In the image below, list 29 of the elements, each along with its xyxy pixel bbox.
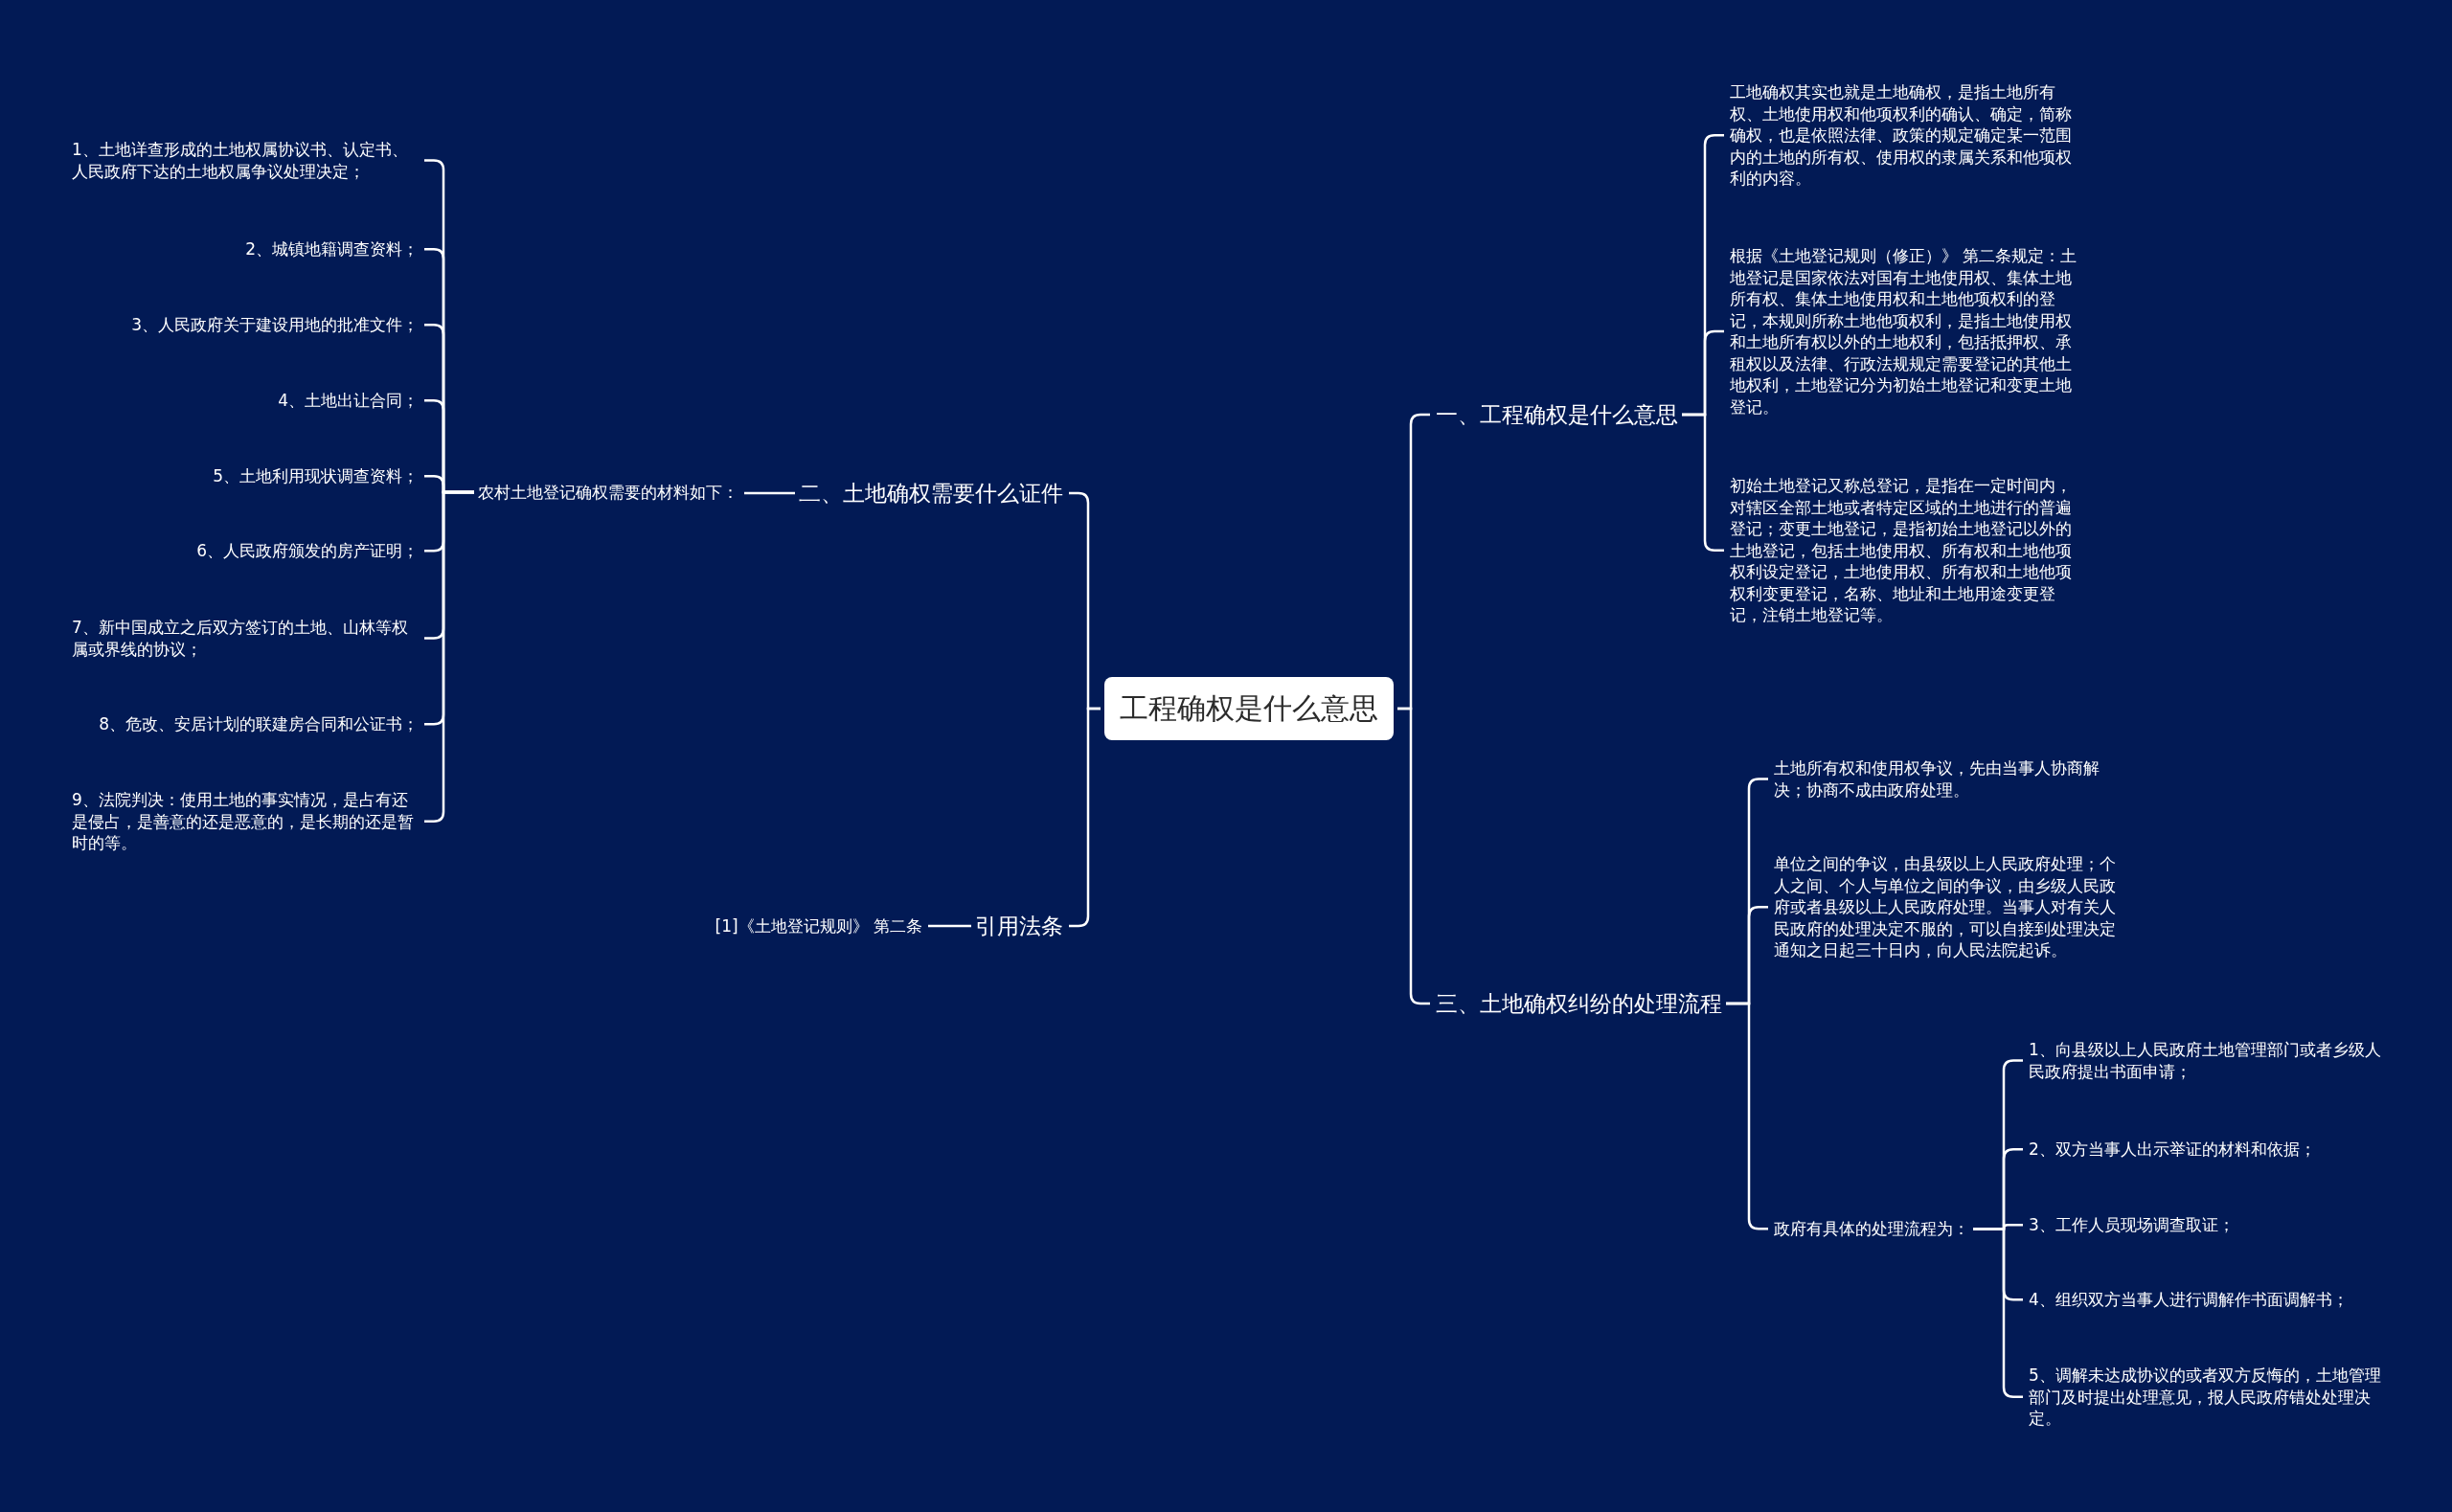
branch-topic: 引用法条	[975, 911, 1063, 941]
leaf-text: 农村土地登记确权需要的材料如下：	[478, 482, 738, 503]
leaf-text: 8、危改、安居计划的联建房合同和公证书；	[99, 713, 419, 735]
connector-line	[928, 924, 971, 928]
leaf-text: 工地确权其实也就是土地确权，是指土地所有权、土地使用权和他项权利的确认、确定，简称确权，也是依照法律、政策的规定确定某一范围内的土地的所有权、使用权的隶属关系和他项权利的内容。	[1730, 81, 2082, 190]
leaf-text: 5、土地利用现状调查资料；	[213, 465, 419, 487]
branch-topic: 三、土地确权纠纷的处理流程	[1436, 988, 1722, 1019]
leaf-text: 5、调解未达成协议的或者双方反悔的，土地管理部门及时提出处理意见，报人民政府错处处理决定。	[2029, 1365, 2385, 1430]
leaf-text: 3、工作人员现场调查取证；	[2029, 1214, 2235, 1236]
leaf-text: 4、土地出让合同；	[278, 390, 419, 412]
connector-line	[744, 491, 795, 495]
leaf-text: 6、人民政府颁发的房产证明；	[196, 540, 419, 562]
leaf-text: 2、城镇地籍调查资料；	[245, 238, 419, 260]
leaf-text: 2、双方当事人出示举证的材料和依据；	[2029, 1139, 2316, 1161]
leaf-text: 9、法院判决：使用土地的事实情况，是占有还是侵占，是善意的还是恶意的，是长期的还是暂时的等。	[72, 789, 419, 854]
leaf-text: 1、向县级以上人民政府土地管理部门或者乡级人民政府提出书面申请；	[2029, 1039, 2385, 1082]
leaf-text: 根据《土地登记规则（修正）》 第二条规定：土地登记是国家依法对国有土地使用权、集体土地所有权、集体土地使用权和土地他项权利的登记，本规则所称土地他项权利，是指土地使用权和土地所有权以外的土地权利，包括抵押权、承租权以及法律、行政法规规定需要登记的其他土地权利，土地登记分为初始土地登记和变更土地登记。	[1730, 245, 2082, 417]
leaf-text: 1、土地详查形成的土地权属协议书、认定书、人民政府下达的土地权属争议处理决定；	[72, 139, 419, 182]
leaf-text: 4、组织双方当事人进行调解作书面调解书；	[2029, 1289, 2349, 1311]
leaf-text: 3、人民政府关于建设用地的批准文件；	[131, 314, 419, 336]
leaf-text: [1]《土地登记规则》 第二条	[715, 915, 922, 937]
branch-topic: 二、土地确权需要什么证件	[799, 478, 1063, 508]
leaf-text: 政府有具体的处理流程为：	[1774, 1218, 1969, 1240]
leaf-text: 土地所有权和使用权争议，先由当事人协商解决；协商不成由政府处理。	[1774, 757, 2126, 801]
leaf-text: 7、新中国成立之后双方签订的土地、山林等权属或界线的协议；	[72, 617, 419, 660]
leaf-text: 初始土地登记又称总登记，是指在一定时间内，对辖区全部土地或者特定区域的土地进行的普遍登记；变更土地登记，是指初始土地登记以外的土地登记，包括土地使用权、所有权和土地他项权利设定登记，土地使用权、所有权和土地他项权利变更登记，名称、地址和土地用途变更登记，注销土地登记等。	[1730, 475, 2082, 626]
branch-topic: 一、工程确权是什么意思	[1436, 399, 1678, 430]
central-topic-box: 工程确权是什么意思	[1104, 677, 1394, 740]
leaf-text: 单位之间的争议，由县级以上人民政府处理；个人之间、个人与单位之间的争议，由乡级人民政府或者县级以上人民政府处理。当事人对有关人民政府的处理决定不服的，可以自接到处理决定通知之日起三十日内，向人民法院起诉。	[1774, 853, 2126, 961]
